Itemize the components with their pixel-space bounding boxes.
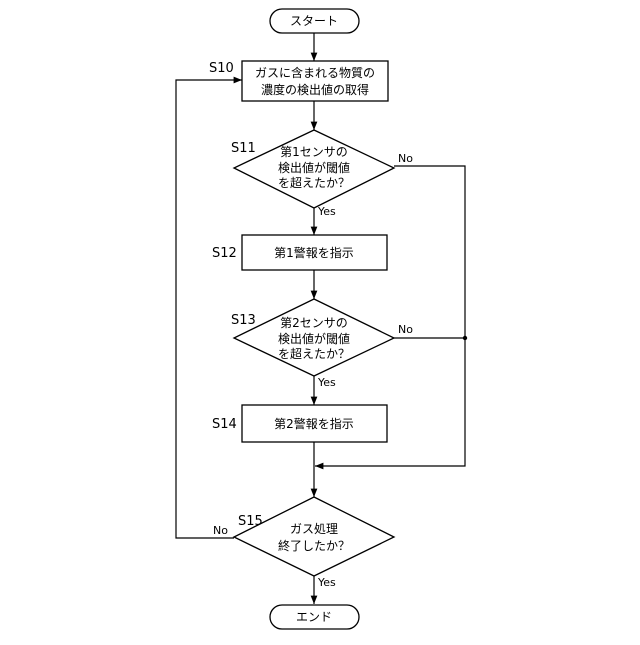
s11-yes-label: Yes <box>317 205 336 218</box>
s15-line-1: ガス処理 <box>290 522 338 536</box>
s11-line-1: 第1センサの <box>280 145 348 159</box>
step-s12-process: 第1警報を指示 S12 <box>212 235 387 270</box>
s11-step-id: S11 <box>231 141 256 156</box>
s13-step-id: S13 <box>231 313 256 328</box>
step-s11-decision: 第1センサの 検出値が閾値 を超えたか？ S11 Yes No <box>231 130 413 218</box>
s10-line-1: ガスに含まれる物質の <box>255 65 375 80</box>
s13-line-3: を超えたか？ <box>278 346 350 361</box>
s11-line-2: 検出値が閾値 <box>278 160 350 175</box>
s14-step-id: S14 <box>212 417 237 432</box>
s11-no-label: No <box>398 152 413 165</box>
s10-step-id: S10 <box>209 61 234 76</box>
end-label: エンド <box>296 610 332 624</box>
s10-line-2: 濃度の検出値の取得 <box>261 82 369 97</box>
end-terminal: エンド <box>270 605 359 629</box>
step-s14-process: 第2警報を指示 S14 <box>212 405 387 442</box>
s15-step-id: S15 <box>238 514 263 529</box>
s15-yes-label: Yes <box>317 576 336 589</box>
s13-no-label: No <box>398 323 413 336</box>
s15-no-label: No <box>213 524 228 537</box>
step-s10-process: ガスに含まれる物質の 濃度の検出値の取得 S10 <box>209 61 388 101</box>
s11-line-3: を超えたか？ <box>278 175 350 190</box>
junction-dot <box>463 336 467 340</box>
s13-yes-label: Yes <box>317 376 336 389</box>
s13-line-1: 第2センサの <box>280 316 348 330</box>
s14-label: 第2警報を指示 <box>274 416 354 431</box>
step-s15-decision: ガス処理 終了したか？ S15 Yes No <box>213 497 394 589</box>
start-terminal: スタート <box>270 9 359 33</box>
s12-step-id: S12 <box>212 246 237 261</box>
s13-line-2: 検出値が閾値 <box>278 331 350 346</box>
s15-line-2: 終了したか？ <box>278 538 350 553</box>
step-s13-decision: 第2センサの 検出値が閾値 を超えたか？ S13 Yes No <box>231 299 413 389</box>
s12-label: 第1警報を指示 <box>274 245 354 260</box>
start-label: スタート <box>290 14 338 28</box>
